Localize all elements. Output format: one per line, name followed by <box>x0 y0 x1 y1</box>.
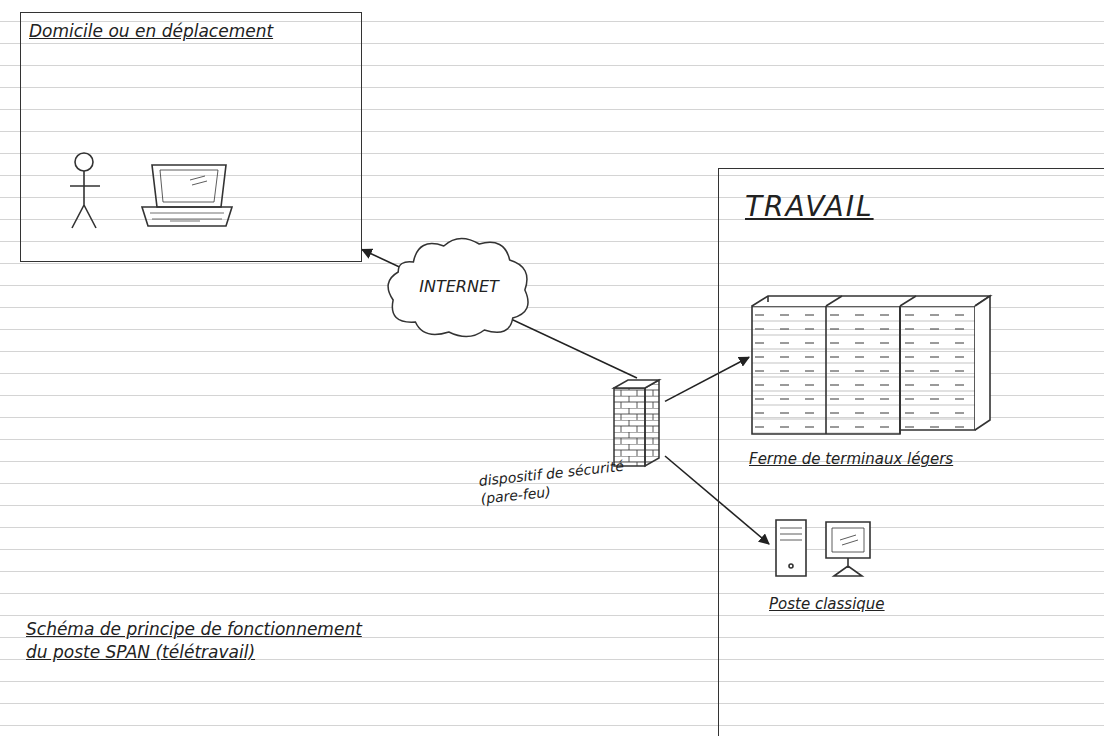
cloud-outline <box>388 238 528 336</box>
laptop-icon <box>160 170 218 202</box>
device-label: dispositif de sécurité (pare-feu) <box>478 454 659 507</box>
work-box: TRAVAIL Ferme de terminaux légersPoste cl… <box>718 168 1104 736</box>
region-heading: TRAVAIL <box>745 189 874 224</box>
device-label: Poste classique <box>769 595 975 614</box>
server-rack <box>975 296 990 430</box>
diagram-caption: Schéma de principe de fonctionnement du … <box>26 618 386 664</box>
network-link <box>665 456 769 544</box>
desktop-pc <box>826 522 870 558</box>
classic-workstation: Poste classique <box>769 514 975 614</box>
laptop-icon <box>150 213 224 221</box>
server-rack <box>752 306 900 434</box>
laptop-icon <box>142 165 232 226</box>
server-rack <box>752 296 990 306</box>
laptop-icon <box>190 176 207 185</box>
desktop-pc <box>780 528 802 540</box>
server-rack <box>900 306 975 430</box>
region-heading: Domicile ou en déplacement <box>29 21 273 42</box>
laptop-icon <box>142 207 232 226</box>
firewall-icon <box>645 380 659 466</box>
server-rack <box>826 306 900 434</box>
desktop-pc <box>840 535 858 545</box>
firewall-icon <box>614 380 659 388</box>
server-rack <box>752 296 990 434</box>
home-box: Domicile ou en déplacement <box>20 12 362 262</box>
desktop-pc <box>776 520 806 576</box>
desktop-pc <box>832 528 864 552</box>
firewall-node: dispositif de sécurité (pare-feu) <box>478 378 665 508</box>
desktop-pc <box>789 564 793 568</box>
server-farm: Ferme de terminaux légers <box>749 297 1000 469</box>
desktop-pc <box>834 558 862 576</box>
network-link <box>665 357 749 401</box>
firewall-icon <box>614 388 645 466</box>
cloud-label: INTERNET <box>416 277 502 297</box>
firewall-icon <box>614 380 659 466</box>
laptop-icon <box>152 165 226 207</box>
server-rack <box>768 296 916 306</box>
desktop-pc <box>776 520 870 576</box>
stick-person <box>70 153 100 228</box>
stick-person <box>70 171 100 228</box>
stick-person <box>75 153 93 171</box>
device-label: Ferme de terminaux légers <box>749 450 1000 469</box>
internet-cloud: INTERNET <box>383 232 535 342</box>
